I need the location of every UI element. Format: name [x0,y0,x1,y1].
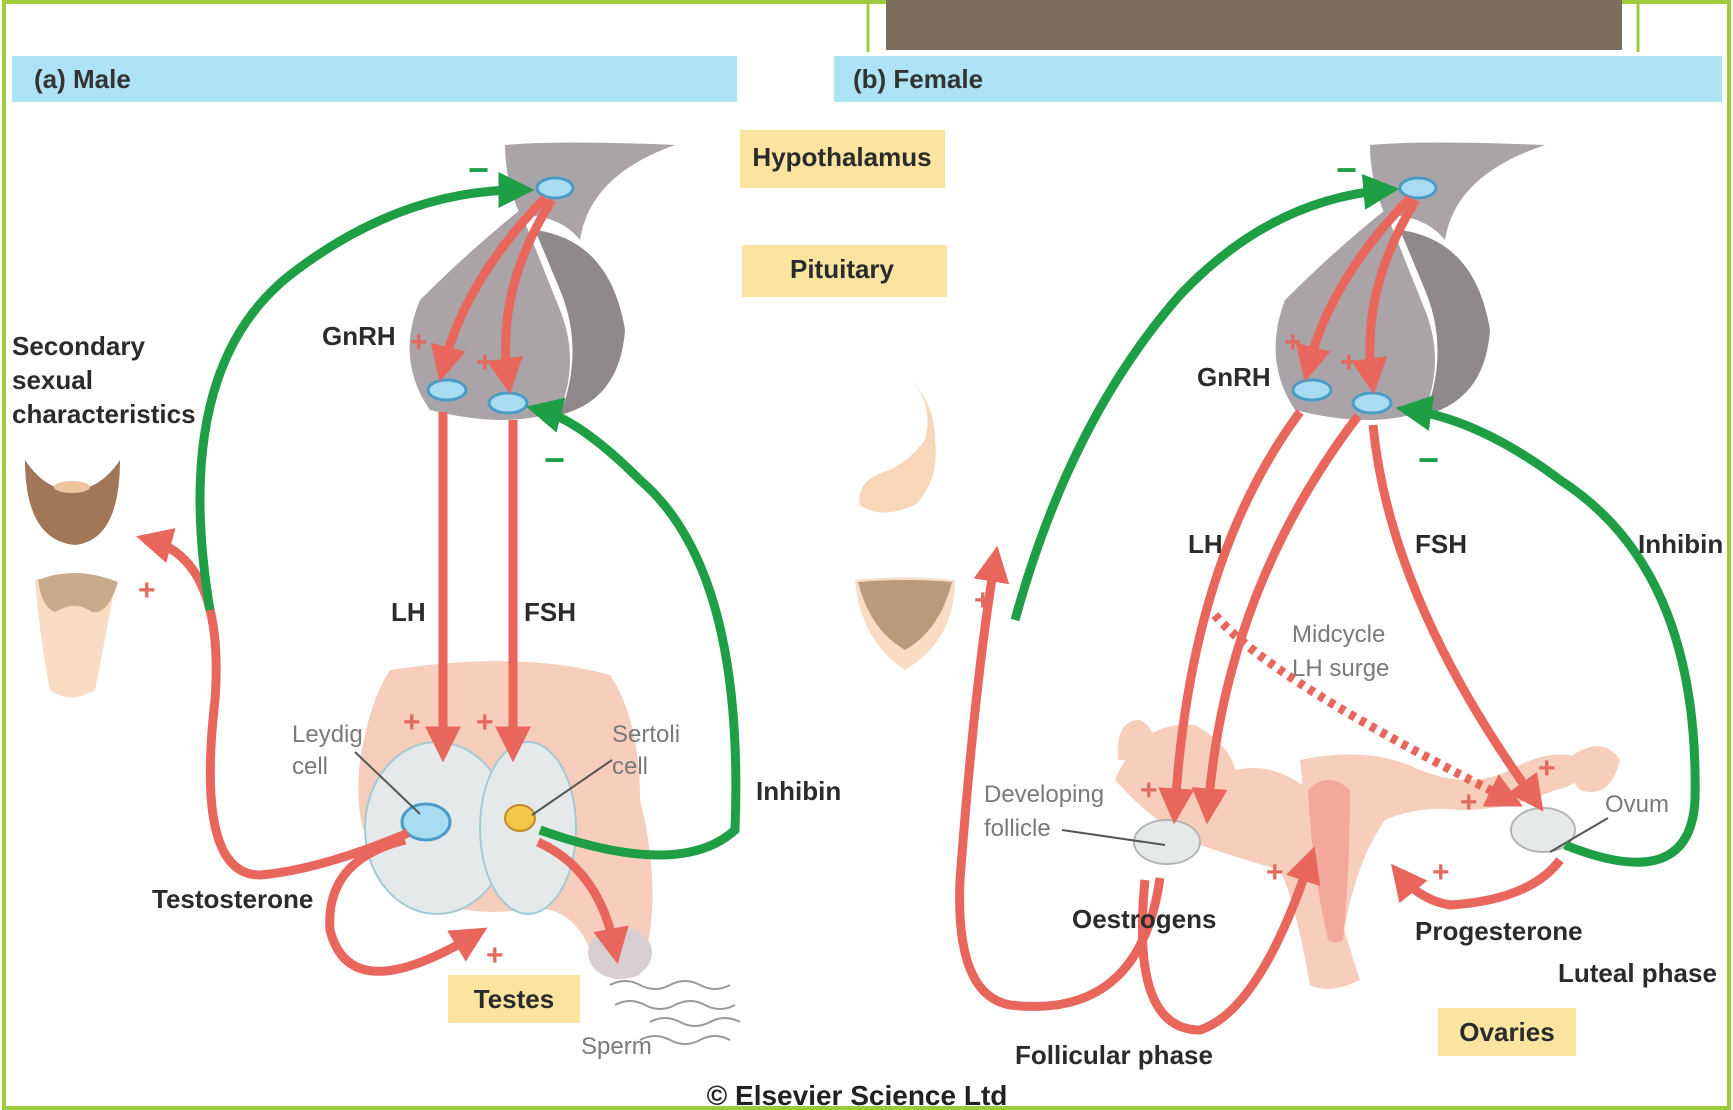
top-bar [886,0,1622,50]
sertoli-label-2: cell [612,753,648,780]
progesterone-label: Progesterone [1415,916,1583,946]
female-panel: GnRH LH FSH Inhibin Midcycle LH surge De… [855,143,1723,1071]
male-fsh-label: FSH [524,597,576,627]
sperm-label: Sperm [581,1033,652,1060]
female-plus-secondary: + [974,584,992,617]
female-pituitary-cell-2 [1353,393,1391,413]
midcycle-label-2: LH surge [1292,655,1389,682]
midcycle-label-1: Midcycle [1292,621,1385,648]
male-plus-secondary: + [138,574,156,607]
pituitary-label: Pituitary [790,254,895,284]
secondary-label-3: characteristics [12,399,196,429]
male-plus-gnrh-2: + [476,346,494,379]
male-hypothalamus-neuron [537,178,573,198]
female-plus-uterus-1: + [1266,856,1284,889]
luteal-phase-label: Luteal phase [1558,958,1717,988]
copyright-label: © Elsevier Science Ltd [707,1080,1008,1110]
progesterone-arrow [1400,860,1560,905]
male-header: (a) Male [34,64,131,94]
female-plus-gnrh-2: + [1340,346,1358,379]
female-fsh-label: FSH [1415,529,1467,559]
testosterone-label: Testosterone [152,884,313,914]
sertoli-cell-shape [505,805,535,831]
female-lh-arrow-2 [1208,416,1358,810]
male-plus-leydig: + [403,706,421,739]
female-header: (b) Female [853,64,983,94]
secondary-label-2: sexual [12,365,93,395]
male-plus-testes: + [486,939,504,972]
beard-icon [25,460,120,545]
male-plus-gnrh-1: + [410,326,428,359]
male-inhibin-label: Inhibin [756,776,841,806]
female-fsh-arrow [1373,425,1535,800]
male-hypothalamus-shape [505,143,675,241]
female-gnrh-label: GnRH [1197,362,1271,392]
female-plus-follicle: + [1140,774,1158,807]
follicular-phase-label: Follicular phase [1015,1040,1213,1070]
female-plus-uterus-2: + [1432,856,1450,889]
female-inhibin-label: Inhibin [1638,529,1723,559]
leydig-label-2: cell [292,753,328,780]
body-hair-icon [35,573,118,698]
male-gnrh-label: GnRH [322,321,396,351]
oestrogens-label: Oestrogens [1072,904,1217,934]
female-minus-pituitary: − [1418,439,1439,480]
male-panel: GnRH LH FSH Secondary sexual characteris… [12,143,841,1061]
secondary-label-1: Secondary [12,331,145,361]
female-minus-hypothalamus: − [1336,149,1357,190]
male-lh-label: LH [391,597,426,627]
developing-label-2: follicle [984,815,1051,842]
developing-label-1: Developing [984,781,1104,808]
male-plus-sertoli: + [476,706,494,739]
female-lh-label: LH [1188,529,1223,559]
female-plus-gnrh-1: + [1284,326,1302,359]
sertoli-label-1: Sertoli [612,721,680,748]
ovaries-label: Ovaries [1459,1017,1554,1047]
female-plus-ovum-1: + [1538,752,1556,785]
male-minus-pituitary: − [544,439,565,480]
female-plus-ovum-2: + [1460,786,1478,819]
breast-icon [859,375,935,513]
male-minus-hypothalamus: − [468,149,489,190]
penis-tip [588,927,652,979]
female-hypothalamus-shape [1370,143,1545,241]
leydig-label-1: Leydig [292,721,363,748]
male-pituitary-cell-1 [428,380,466,400]
female-hypothalamus-neuron [1400,178,1436,198]
oestrogens-arrow-to-uterus [1142,860,1310,1030]
leydig-cell-shape [402,804,450,840]
male-pituitary-cell-2 [489,393,527,413]
hypothalamus-label: Hypothalamus [752,142,931,172]
ovum-label: Ovum [1605,791,1669,818]
pubic-hair-icon [855,578,955,671]
testes-label: Testes [474,984,554,1014]
female-pituitary-cell-1 [1293,380,1331,400]
